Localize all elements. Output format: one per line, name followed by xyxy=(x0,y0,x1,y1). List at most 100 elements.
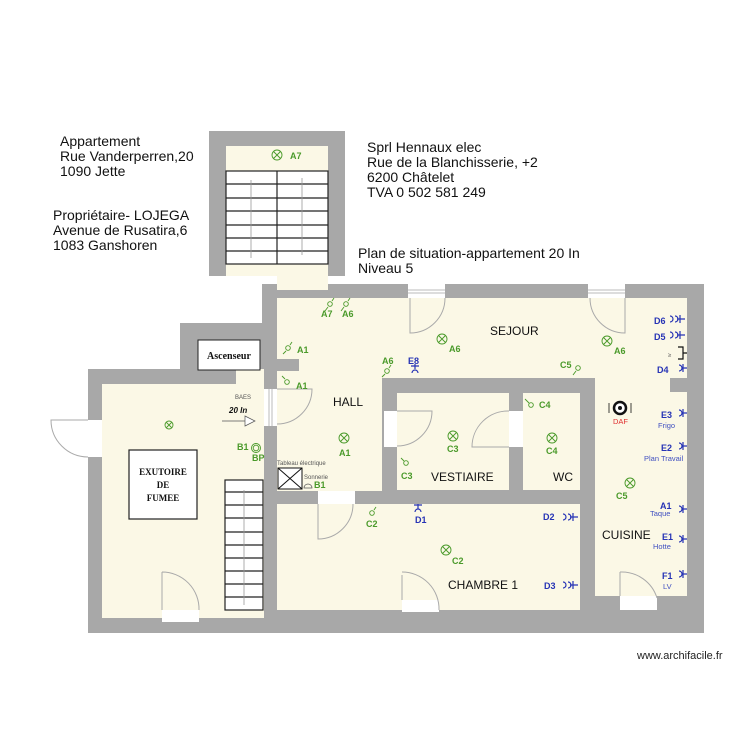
room-vestiaire: VESTIAIRE xyxy=(431,470,494,484)
outlet-f1-label: F1 xyxy=(662,571,673,581)
daf-label: DAF xyxy=(613,417,628,426)
switch-a7-label: A7 xyxy=(321,309,333,319)
chambre-light-label: C2 xyxy=(452,556,464,566)
double-outlet-icon xyxy=(669,331,685,339)
smoke-detector-icon xyxy=(608,400,632,416)
outlet-icon xyxy=(678,570,687,578)
left-staircase xyxy=(224,479,264,611)
light-icon xyxy=(546,432,558,444)
outlet-icon xyxy=(678,535,687,543)
sejour-switch-a6-label: A6 xyxy=(382,356,394,366)
exutoire-label-1: EXUTOIRE xyxy=(139,467,187,477)
owner-line-3: 1083 Ganshoren xyxy=(53,237,157,253)
switch-a1-label: A1 xyxy=(297,345,309,355)
switch-a1-door-label: A1 xyxy=(296,381,308,391)
outlet-e3-sub: Frigo xyxy=(658,421,675,430)
light-icon xyxy=(440,544,452,556)
outlet-e2-label: E2 xyxy=(661,443,672,453)
apartment-line-3: 1090 Jette xyxy=(60,163,126,179)
switch-icon xyxy=(340,297,351,312)
switch-icon xyxy=(572,365,581,376)
elevator-box xyxy=(197,339,261,371)
sonnerie-code-label: B1 xyxy=(314,480,326,490)
hall-wall-stub xyxy=(277,359,299,371)
outlet-a1-label: A1 xyxy=(660,501,672,511)
double-outlet-icon xyxy=(562,581,578,589)
room-sejour: SEJOUR xyxy=(490,324,539,338)
hall-floor xyxy=(277,298,382,491)
exutoire-label-3: FUMEE xyxy=(147,493,180,503)
switch-symbol-mark: ≥ xyxy=(668,353,672,359)
room-chambre-1: CHAMBRE 1 xyxy=(448,578,518,592)
light-icon xyxy=(624,477,636,489)
outlet-icon xyxy=(678,442,687,450)
light-icon xyxy=(436,333,448,345)
room-cuisine: CUISINE xyxy=(602,528,651,542)
baes-label: BAES xyxy=(235,395,251,401)
outlet-icon xyxy=(678,505,687,513)
outlet-icon xyxy=(678,409,687,417)
switches xyxy=(251,297,581,516)
kitchen-wall-stub xyxy=(670,378,704,392)
sejour-switch-c5-label: C5 xyxy=(560,360,572,370)
bp-label: BP xyxy=(252,453,265,463)
room-wc: WC xyxy=(553,470,573,484)
room-hall: HALL xyxy=(333,395,363,409)
stair-passage xyxy=(277,270,328,290)
double-outlet-icon xyxy=(669,315,685,323)
contractor-line-4: TVA 0 502 581 249 xyxy=(367,184,486,200)
switch-a6-label: A6 xyxy=(342,309,354,319)
outlet-icon xyxy=(411,364,419,374)
bp-code-label: B1 xyxy=(237,442,249,452)
switch-icon xyxy=(324,297,335,312)
outlet-d3-label: D3 xyxy=(544,581,556,591)
sejour-light-right-label: A6 xyxy=(614,346,626,356)
light-icon xyxy=(447,430,459,442)
doors xyxy=(50,284,658,622)
switch-icon xyxy=(400,457,409,466)
outlet-d1-label: D1 xyxy=(415,515,427,525)
contractor-line-3: 6200 Châtelet xyxy=(367,169,454,185)
outlet-d4-label: D4 xyxy=(657,365,669,375)
switch-icon xyxy=(381,364,392,378)
switch-icon xyxy=(282,341,293,355)
outlet-e8-label: E8 xyxy=(408,356,419,366)
vestiaire-switch-label: C3 xyxy=(401,471,413,481)
outlet-e1-sub: Hotte xyxy=(653,542,671,551)
apartment-line-2: Rue Vanderperren,20 xyxy=(60,148,194,164)
outlet-e3-label: E3 xyxy=(661,410,672,420)
tableau-label: Tableau électrique xyxy=(277,461,326,467)
outlet-e1-label: E1 xyxy=(662,532,673,542)
plan-title: Plan de situation-appartement 20 In xyxy=(358,245,580,261)
watermark[interactable]: www.archifacile.fr xyxy=(636,650,723,662)
bell-icon xyxy=(303,483,313,489)
vestiaire-light-label: C3 xyxy=(447,444,459,454)
light-icon xyxy=(601,335,613,347)
outlet-f1-sub: LV xyxy=(663,582,672,591)
sonnerie-label: Sonnerie xyxy=(304,475,329,481)
cuisine-floor xyxy=(595,298,687,596)
baes-value: 20 In xyxy=(228,406,247,415)
baes-arrow-icon xyxy=(222,415,256,427)
outlet-a1-sub: Taque xyxy=(650,509,670,518)
top-staircase xyxy=(225,170,329,265)
elevator-label: Ascenseur xyxy=(207,351,251,362)
bp-icon xyxy=(251,443,261,453)
vestiaire-floor xyxy=(397,393,509,490)
exutoire-label-2: DE xyxy=(157,480,170,490)
owner-line-2: Avenue de Rusatira,6 xyxy=(53,222,188,238)
outlet-d5-label: D5 xyxy=(654,332,666,342)
light-icon xyxy=(338,432,350,444)
light-fixtures xyxy=(164,149,636,556)
electrical-panel-icon xyxy=(277,467,303,490)
double-outlet-icon xyxy=(562,513,578,521)
chambre-floor xyxy=(277,504,580,610)
contractor-line-2: Rue de la Blanchisserie, +2 xyxy=(367,154,538,170)
left-room-notch xyxy=(236,369,264,387)
outlet-icon xyxy=(678,364,687,372)
outlet-d2-label: D2 xyxy=(543,512,555,522)
outlet-icon xyxy=(414,504,422,513)
apartment-line-1: Appartement xyxy=(60,133,140,149)
stair-light-label: A7 xyxy=(290,151,302,161)
